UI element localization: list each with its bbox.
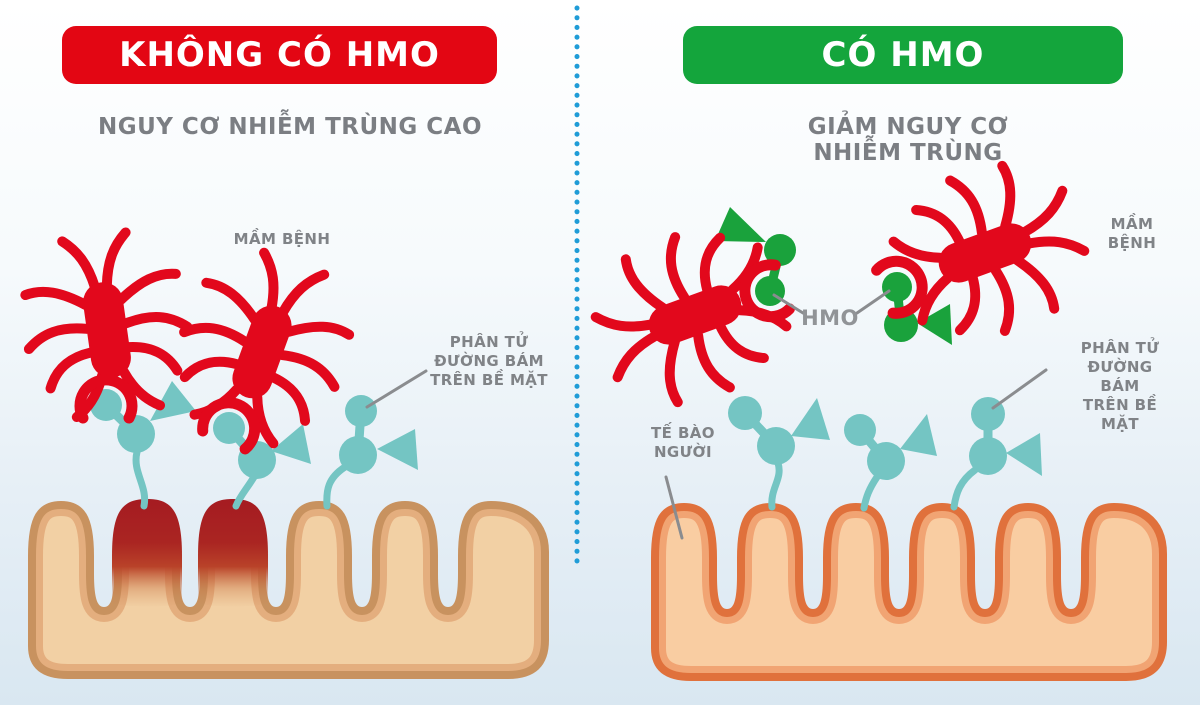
sugar-molecule-icon (950, 397, 1042, 511)
sugar-molecule-icon (728, 396, 830, 511)
label-sugar-molecule-left: PHÂN TỬ ĐƯỜNG BÁM TRÊN BỀ MẶT (430, 333, 548, 389)
label-pathogen-right: MẦM BỆNH (1107, 215, 1157, 252)
label-sugar-molecule-right: PHÂN TỬ ĐƯỜNG BÁM TRÊN BỀ MẶT (1080, 339, 1160, 433)
villi-right-icon (651, 502, 1167, 681)
leader-line-hmo-left (772, 293, 805, 315)
sugar-molecule-icon (323, 395, 418, 510)
banner-no-hmo: KHÔNG CÓ HMO (62, 26, 497, 84)
leader-line-sugar-right (991, 368, 1048, 410)
subtitle-right: GIẢM NGUY CƠ NHIỄM TRÙNG (807, 114, 1009, 166)
leader-line-hmo-right (855, 289, 891, 315)
sugar-molecule-icon (844, 414, 937, 512)
hmo-molecule-icon (882, 272, 952, 345)
villi-left-icon (28, 499, 549, 679)
label-human-cell: TẾ BÀO NGƯỜI (651, 424, 715, 461)
germ-icon (159, 236, 370, 456)
infected-villus-icon (198, 499, 268, 607)
banner-with-hmo: CÓ HMO (683, 26, 1123, 84)
label-pathogen-left: MẦM BỆNH (233, 230, 331, 248)
label-hmo: HMO (801, 306, 859, 330)
leader-line-human-cell (664, 475, 684, 540)
infected-villus-icon (112, 499, 182, 607)
subtitle-left: NGUY CƠ NHIỄM TRÙNG CAO (97, 114, 483, 140)
leader-line-sugar-left (365, 369, 428, 409)
